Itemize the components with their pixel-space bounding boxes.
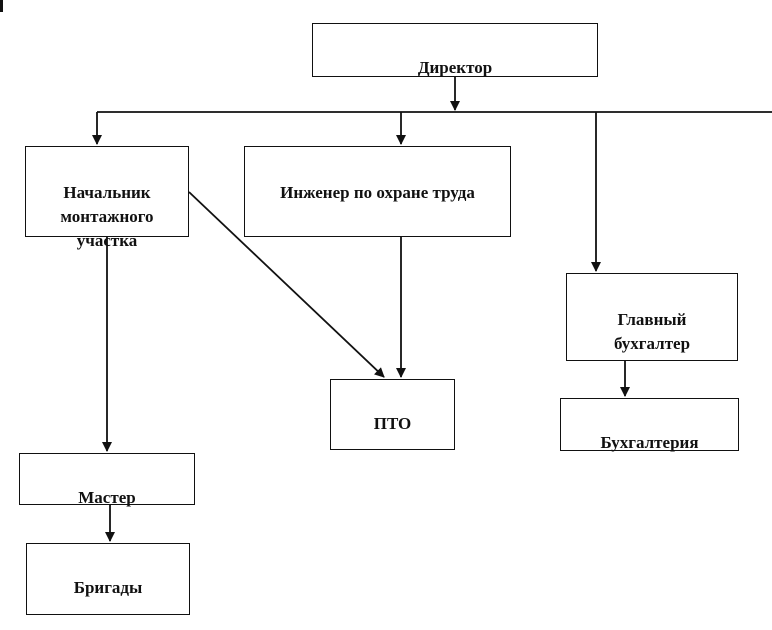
node-pto: ПТО bbox=[330, 379, 455, 450]
node-pto-label: ПТО bbox=[373, 414, 412, 433]
node-accounting-label: Бухгалтерия bbox=[600, 433, 699, 452]
node-brigades: Бригады bbox=[26, 543, 190, 615]
node-site-chief: Начальник монтажного участка bbox=[25, 146, 189, 250]
node-chief-accountant: Главный бухгалтер bbox=[566, 273, 738, 361]
node-safety-engineer: Инженер по охране труда bbox=[244, 146, 511, 237]
node-site-chief-label: Начальник монтажного участка bbox=[60, 183, 154, 250]
node-foreman-label: Мастер bbox=[78, 488, 136, 507]
node-foreman: Мастер bbox=[19, 453, 195, 507]
node-accounting: Бухгалтерия bbox=[560, 398, 739, 452]
edge-fragment bbox=[0, 0, 3, 12]
connector-site-chief-pto bbox=[188, 191, 385, 378]
node-chief-accountant-label: Главный бухгалтер bbox=[613, 310, 691, 353]
node-safety-engineer-label: Инженер по охране труда bbox=[280, 183, 475, 202]
node-director: Директор bbox=[312, 23, 598, 77]
node-director-label: Директор bbox=[417, 58, 493, 77]
node-brigades-label: Бригады bbox=[73, 578, 143, 597]
